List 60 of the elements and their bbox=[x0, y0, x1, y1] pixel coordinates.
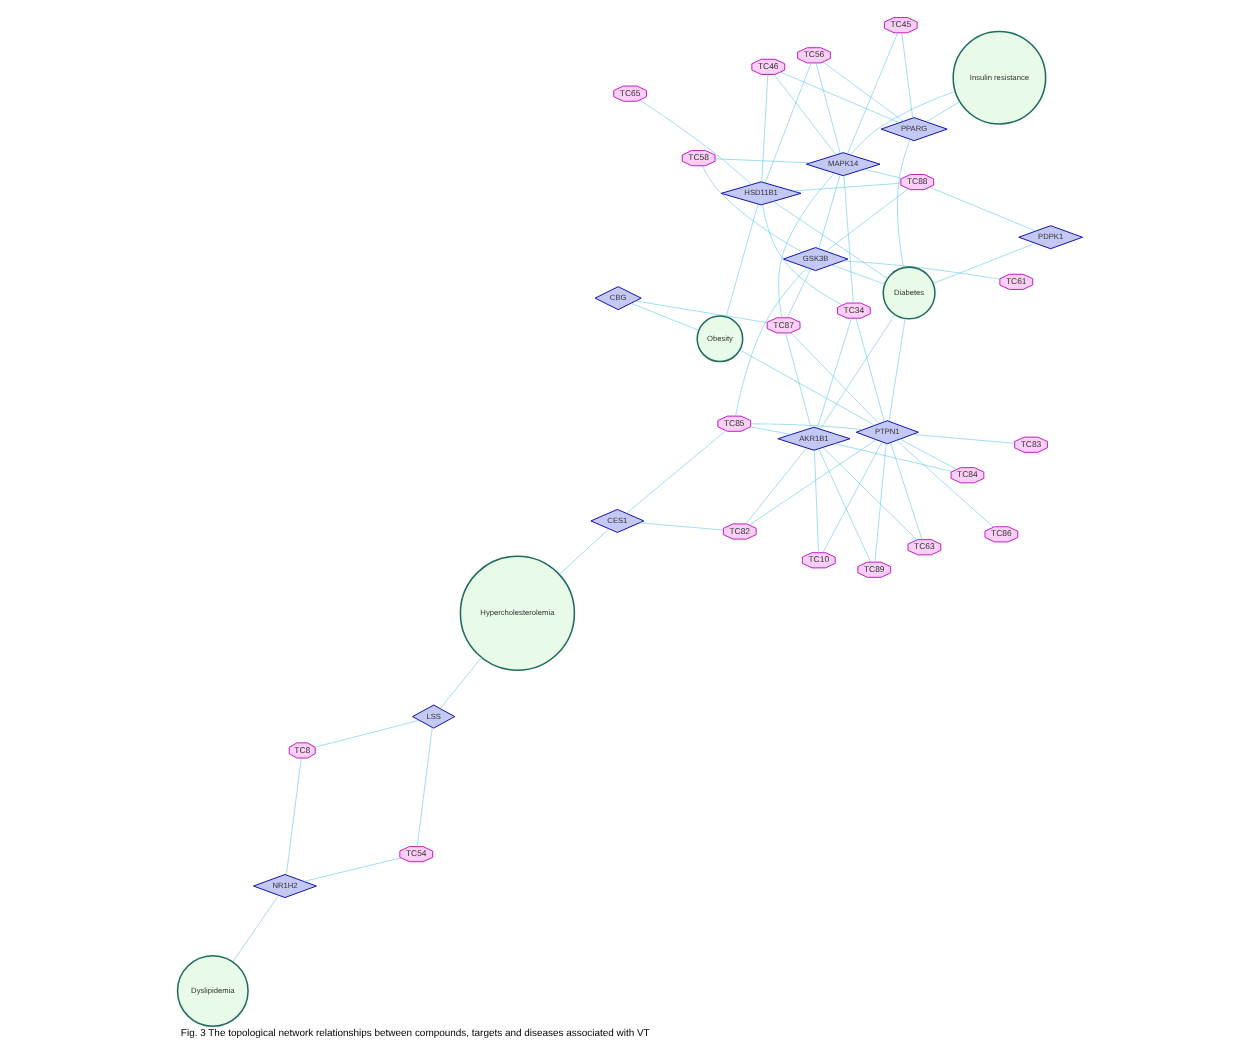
connector bbox=[739, 349, 876, 426]
connector bbox=[635, 300, 768, 323]
connector bbox=[785, 332, 812, 429]
connector bbox=[232, 895, 279, 963]
connector bbox=[822, 441, 883, 553]
connector bbox=[888, 318, 906, 422]
connector bbox=[890, 442, 923, 540]
connector bbox=[822, 61, 904, 122]
connector bbox=[897, 139, 911, 269]
connector bbox=[816, 318, 852, 429]
connector bbox=[932, 242, 1036, 284]
connector bbox=[929, 186, 1036, 232]
connector bbox=[874, 443, 887, 563]
connector bbox=[899, 438, 957, 470]
connector bbox=[639, 99, 752, 185]
connector bbox=[815, 62, 841, 154]
connector bbox=[286, 757, 302, 876]
connector bbox=[901, 32, 913, 119]
connector bbox=[439, 657, 482, 709]
connector bbox=[314, 720, 420, 748]
connector bbox=[822, 447, 918, 541]
connector bbox=[790, 332, 880, 424]
connector bbox=[896, 440, 994, 528]
connector bbox=[750, 423, 864, 430]
connector bbox=[912, 434, 1015, 444]
connector bbox=[850, 91, 956, 156]
connector bbox=[764, 62, 812, 184]
connector bbox=[834, 443, 953, 472]
connector bbox=[818, 174, 841, 249]
connector bbox=[778, 172, 835, 319]
connector bbox=[416, 727, 433, 847]
connector bbox=[745, 447, 807, 525]
connector bbox=[814, 449, 819, 553]
connector bbox=[773, 74, 837, 156]
connector bbox=[855, 318, 885, 423]
connector bbox=[926, 101, 961, 123]
connector bbox=[714, 158, 811, 164]
connector bbox=[748, 439, 877, 526]
connector bbox=[818, 448, 871, 563]
connector bbox=[780, 71, 900, 124]
connector bbox=[825, 188, 909, 252]
connector bbox=[847, 32, 898, 155]
connector bbox=[772, 201, 888, 279]
connector bbox=[626, 430, 727, 514]
connector bbox=[735, 267, 808, 417]
connector bbox=[819, 314, 896, 430]
connector bbox=[762, 204, 843, 306]
connector bbox=[639, 522, 724, 531]
connector bbox=[303, 857, 402, 882]
connector bbox=[842, 260, 1001, 280]
connector bbox=[750, 426, 792, 435]
connector bbox=[630, 303, 700, 331]
connector bbox=[831, 264, 886, 285]
connector bbox=[761, 74, 769, 183]
connector bbox=[843, 175, 854, 304]
connector bbox=[787, 268, 812, 319]
connector bbox=[792, 182, 902, 192]
connector bbox=[863, 168, 903, 179]
connector bbox=[725, 203, 759, 318]
connector bbox=[559, 528, 610, 575]
